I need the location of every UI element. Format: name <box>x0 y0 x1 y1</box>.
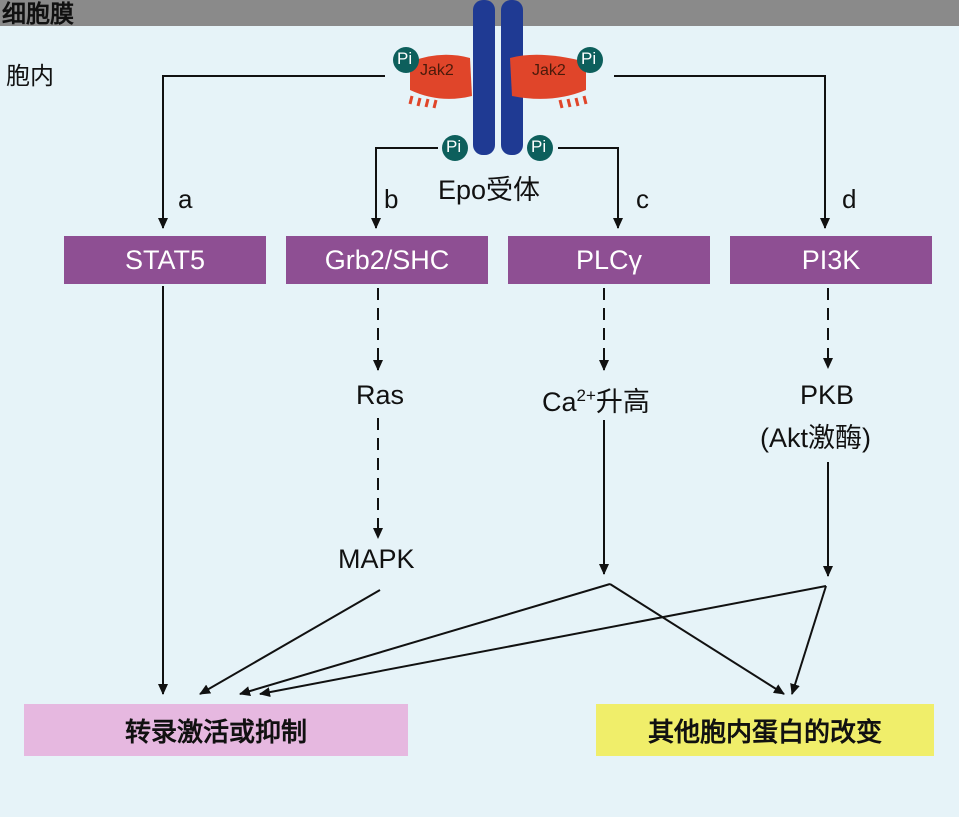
branch-b-line <box>371 147 438 229</box>
pi-label-upper-left: Pi <box>397 49 413 68</box>
branch-a-line <box>158 75 385 229</box>
calcium-label: Ca2+升高 <box>542 380 650 419</box>
cytoplasm-label: 胞内 <box>6 63 54 90</box>
receptor-left-strand <box>473 0 495 155</box>
ca-to-transcription <box>239 583 611 696</box>
mapk-to-transcription <box>199 589 381 695</box>
pkb-label: PKB <box>800 380 855 410</box>
jak2-right <box>510 54 588 109</box>
akt-label: (Akt激酶) <box>760 423 871 453</box>
ca-to-other <box>609 583 785 695</box>
calcium-ion: Ca <box>542 387 577 417</box>
branch-c-line <box>558 147 623 229</box>
branch-a-label: a <box>178 184 193 214</box>
pi-circle-upper-right <box>577 47 603 73</box>
calcium-rise: 升高 <box>595 387 650 417</box>
protein-change-outcome-box: 其他胞内蛋白的改变 <box>596 704 934 756</box>
pi3k-box: PI3K <box>730 236 932 284</box>
branch-b-label: b <box>384 184 399 214</box>
plc-gamma-box: PLCγ <box>508 236 710 284</box>
ras-label: Ras <box>356 380 405 410</box>
grb2-shc-box: Grb2/SHC <box>286 236 488 284</box>
pi-label-lower-left: Pi <box>446 137 462 156</box>
calcium-charge: 2+ <box>576 386 596 405</box>
jak2-left <box>408 54 472 109</box>
jak2-right-label: Jak2 <box>532 62 566 79</box>
pkb-to-other <box>790 585 827 695</box>
mapk-label: MAPK <box>338 544 415 574</box>
receptor-label: Epo受体 <box>438 175 541 205</box>
pi-label-lower-right: Pi <box>531 137 547 156</box>
pi-label-upper-right: Pi <box>581 49 597 68</box>
pkb-to-transcription <box>259 585 827 698</box>
transcription-outcome-box: 转录激活或抑制 <box>24 704 408 756</box>
membrane-label: 细胞膜 <box>2 1 74 28</box>
branch-c-label: c <box>636 184 649 214</box>
branch-d-label: d <box>842 184 857 214</box>
stat5-box: STAT5 <box>64 236 266 284</box>
branch-d-line <box>614 75 830 229</box>
pi-circle-lower-left <box>442 135 468 161</box>
pi-circle-lower-right <box>527 135 553 161</box>
pi-circle-upper-left <box>393 47 419 73</box>
jak2-left-label: Jak2 <box>420 62 454 79</box>
